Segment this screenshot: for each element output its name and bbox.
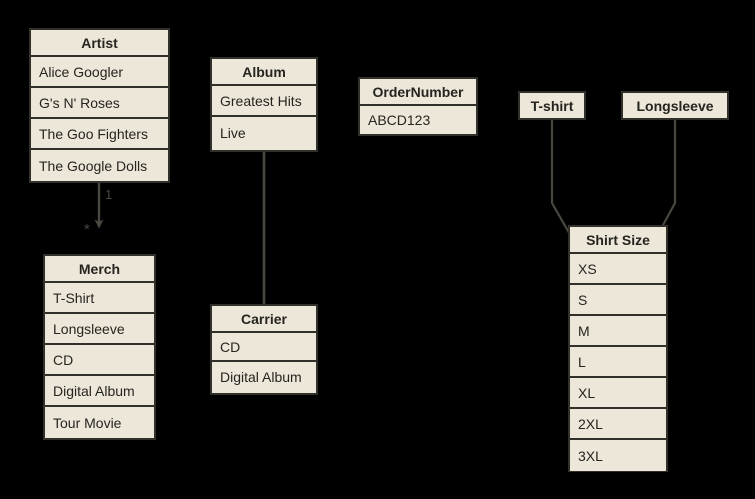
entity-ordernumber-item-0[interactable]: ABCD123 [360, 106, 476, 134]
entity-carrier-item-0[interactable]: CD [212, 333, 316, 362]
entity-artist-item-2[interactable]: The Goo Fighters [31, 119, 168, 150]
edge-label-artist-one: 1 [105, 187, 113, 202]
entity-artist-item-1[interactable]: G's N' Roses [31, 88, 168, 119]
entity-merch-item-1[interactable]: Longsleeve [45, 314, 154, 345]
entity-shirtsize[interactable]: Shirt Size XS S M L XL 2XL 3XL [568, 225, 668, 472]
entity-artist-header: Artist [31, 30, 168, 57]
entity-merch-item-4[interactable]: Tour Movie [45, 407, 154, 438]
entity-artist[interactable]: Artist Alice Googler G's N' Roses The Go… [29, 28, 170, 183]
entity-carrier-header: Carrier [212, 306, 316, 333]
entity-artist-item-0[interactable]: Alice Googler [31, 57, 168, 88]
entity-merch-item-0[interactable]: T-Shirt [45, 283, 154, 314]
entity-tshirt-header: T-shirt [520, 93, 584, 118]
entity-merch-item-2[interactable]: CD [45, 345, 154, 376]
entity-shirtsize-item-1[interactable]: S [570, 285, 666, 316]
entity-merch-item-3[interactable]: Digital Album [45, 376, 154, 407]
entity-shirtsize-item-0[interactable]: XS [570, 254, 666, 285]
entity-album-header: Album [212, 59, 316, 86]
entity-carrier-item-1[interactable]: Digital Album [212, 362, 316, 391]
entity-shirtsize-item-3[interactable]: L [570, 347, 666, 378]
edge-tshirt-shirtsize [550, 120, 573, 239]
entity-shirtsize-item-6[interactable]: 3XL [570, 440, 666, 471]
edge-longsleeve-shirtsize [655, 120, 677, 239]
entity-ordernumber-header: OrderNumber [360, 79, 476, 106]
entity-album[interactable]: Album Greatest Hits Live [210, 57, 318, 152]
entity-shirtsize-header: Shirt Size [570, 227, 666, 254]
entity-longsleeve[interactable]: Longsleeve [621, 91, 729, 120]
entity-artist-item-3[interactable]: The Google Dolls [31, 150, 168, 181]
entity-album-item-0[interactable]: Greatest Hits [212, 86, 316, 117]
entity-carrier[interactable]: Carrier CD Digital Album [210, 304, 318, 395]
entity-merch-header: Merch [45, 256, 154, 283]
entity-tshirt[interactable]: T-shirt [518, 91, 586, 120]
entity-album-item-1[interactable]: Live [212, 117, 316, 148]
entity-longsleeve-header: Longsleeve [623, 93, 727, 118]
entity-shirtsize-item-2[interactable]: M [570, 316, 666, 347]
entity-shirtsize-item-5[interactable]: 2XL [570, 409, 666, 440]
edge-label-merch-many: * [84, 221, 90, 238]
entity-shirtsize-item-4[interactable]: XL [570, 378, 666, 409]
entity-ordernumber[interactable]: OrderNumber ABCD123 [358, 77, 478, 136]
entity-merch[interactable]: Merch T-Shirt Longsleeve CD Digital Albu… [43, 254, 156, 440]
